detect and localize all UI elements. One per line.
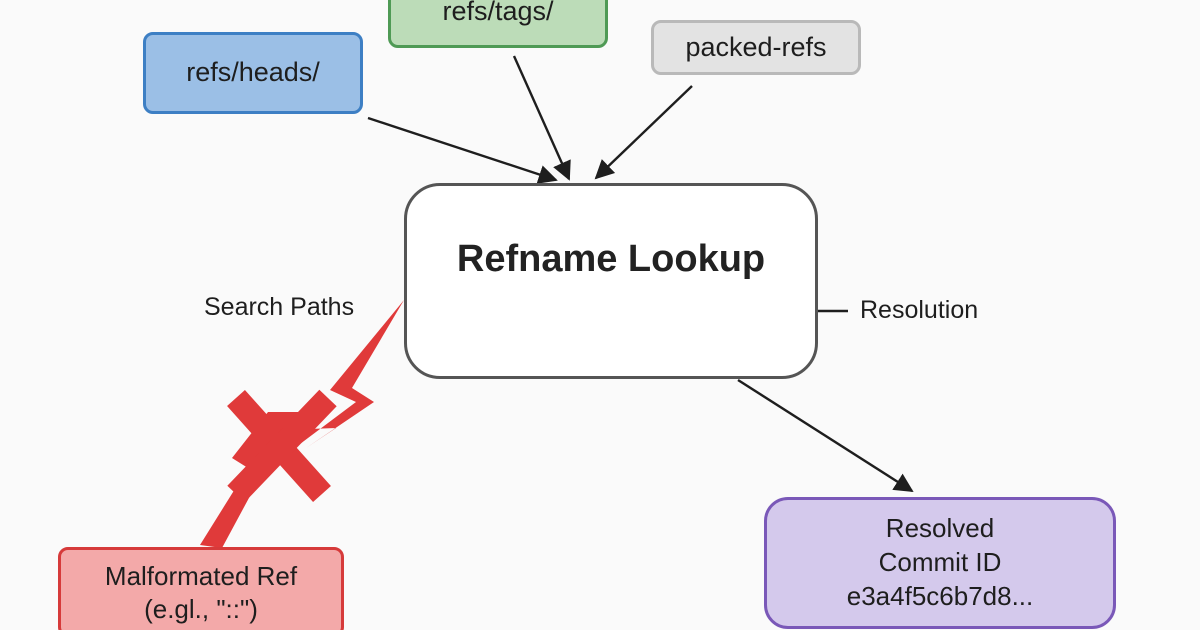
node-packed-refs: packed-refs [651,20,861,75]
arrow-heads-to-lookup [367,116,558,184]
node-resolved-commit: Resolved Commit ID e3a4f5c6b7d8... [764,497,1116,629]
arrow-lookup-to-resolved [737,378,914,493]
label-search-paths: Search Paths [204,293,355,321]
node-refname-lookup: Refname Lookup [404,183,818,379]
arrow-packed-to-lookup [594,85,693,180]
node-refs-heads: refs/heads/ [143,32,363,114]
node-malformed-ref: Malformated Ref (e.gl., "::") [58,547,344,630]
arrow-tags-to-lookup [512,55,571,181]
label-resolution: Resolution [860,296,979,324]
cross-x-icon [227,389,337,503]
node-refs-tags: refs/tags/ [388,0,608,48]
